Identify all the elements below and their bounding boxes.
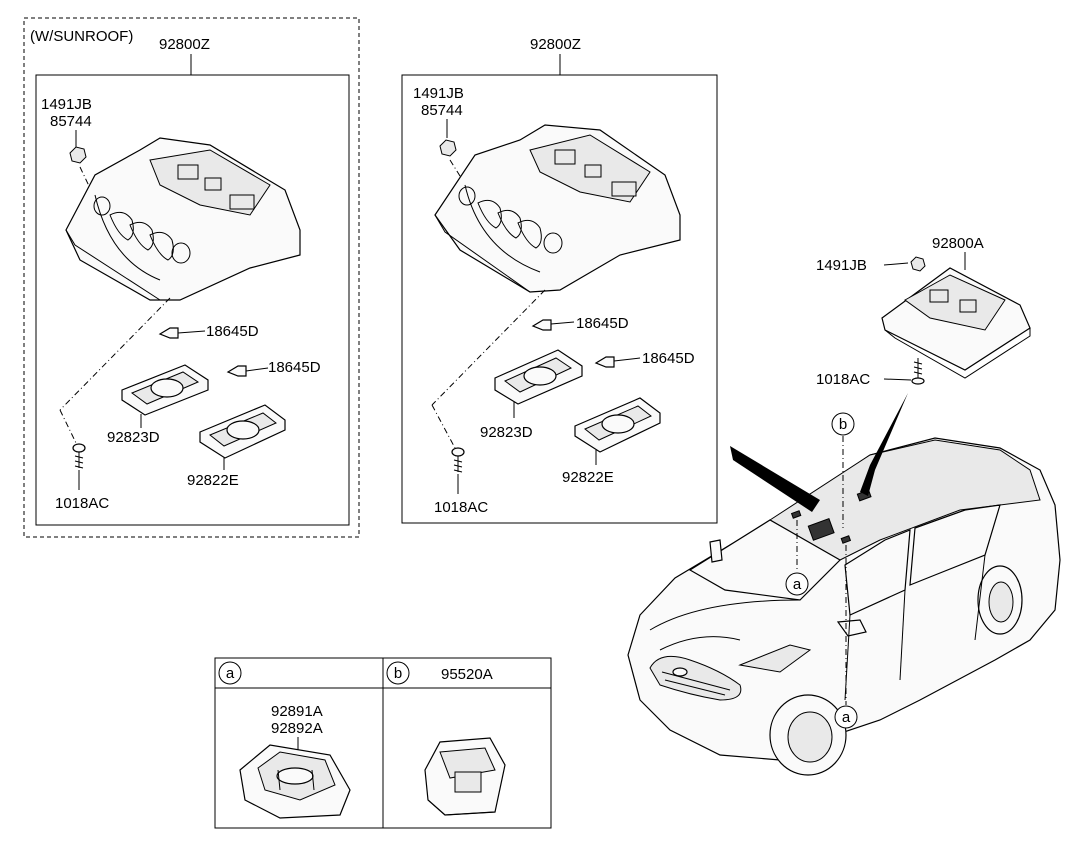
legend-col-a-marker-text: a — [226, 665, 235, 682]
car-roof — [769, 439, 1041, 561]
car-front-side-window — [844, 529, 911, 616]
rear-lamp-clip-part — [910, 256, 926, 272]
standard-bulb-1-leader — [550, 321, 575, 325]
standard-bulb-1-label: 18645D — [576, 315, 629, 332]
sunroof-inner-box — [35, 74, 350, 526]
sunroof-lens-left-label: 92823D — [107, 429, 160, 446]
legend-col-b-part-label: 95520A — [441, 666, 493, 683]
sunroof-lens-right-label: 92822E — [187, 472, 239, 489]
standard-screw-dash-2 — [431, 404, 456, 449]
rear-lamp-screw-label: 1018AC — [816, 371, 870, 388]
car-headlight — [738, 644, 812, 673]
callout-b: b — [831, 412, 855, 436]
legend-col-b-marker: b — [386, 661, 410, 685]
vanity-lamp-part — [239, 744, 351, 819]
car-vanity-lamp-right-marker — [840, 535, 852, 544]
standard-clip-label: 1491JB — [413, 85, 464, 102]
callout-a-top-text: a — [793, 576, 802, 593]
sunroof-screw — [72, 443, 86, 469]
legend-col-a-part-2: 92892A — [271, 720, 323, 737]
sunroof-screw-dash-2 — [59, 409, 78, 446]
legend-col-b-marker-text: b — [394, 665, 402, 682]
sunroof-screw-label: 1018AC — [55, 495, 109, 512]
rear-lamp-group: 92800A 1491JB 1018AC — [816, 235, 1031, 388]
rear-lamp-clip-leader — [883, 262, 909, 266]
standard-lens-left-label: 92823D — [480, 424, 533, 441]
standard-bulb-2-leader — [613, 357, 641, 362]
car-vanity-lamp-left-marker — [790, 510, 802, 519]
switch-part — [424, 737, 506, 816]
callout-a-bottom-text: a — [842, 709, 851, 726]
sunroof-assembly-label: 92800Z — [159, 36, 210, 53]
standard-console-housing — [434, 124, 681, 293]
legend-col-a-part-1: 92891A — [271, 703, 323, 720]
rear-lamp-assembly-label: 92800A — [932, 235, 984, 252]
standard-variant-panel: 92800Z 1491JB 85744 18645D 18645D — [401, 36, 718, 524]
sunroof-title: (W/SUNROOF) — [30, 28, 133, 45]
sunroof-clip-part — [69, 146, 87, 164]
rear-lamp-screw-leader — [883, 378, 912, 381]
standard-bulb-2 — [594, 356, 615, 368]
legend-col-a-marker: a — [218, 661, 242, 685]
car-grille — [649, 655, 742, 701]
standard-bulb-1 — [531, 319, 552, 331]
sunroof-bulb-1-label: 18645D — [206, 323, 259, 340]
sunroof-clip-label: 1491JB — [41, 96, 92, 113]
callout-b-text: b — [839, 416, 847, 433]
standard-screw-dash — [431, 289, 546, 406]
car-illustration: a b a — [627, 393, 1061, 776]
sunroof-bulb-2 — [226, 365, 247, 377]
sunroof-clip-label-2: 85744 — [50, 113, 92, 130]
sunroof-bulb-2-leader — [245, 367, 269, 372]
standard-screw — [451, 447, 465, 473]
standard-screw-label: 1018AC — [434, 499, 488, 516]
standard-clip-part — [439, 139, 457, 157]
sunroof-bulb-1 — [158, 327, 179, 339]
car-front-lamp-marker — [807, 518, 835, 541]
sunroof-variant-panel: (W/SUNROOF) 92800Z 1491JB 85744 — [23, 17, 360, 538]
rear-lamp-clip-label: 1491JB — [816, 257, 867, 274]
standard-assembly-label: 92800Z — [530, 36, 581, 53]
standard-clip-label-2: 85744 — [421, 102, 463, 119]
rear-lamp-housing — [881, 267, 1031, 379]
callout-a-top: a — [785, 572, 809, 596]
sunroof-screw-dash — [59, 297, 171, 411]
standard-lens-left — [494, 349, 583, 405]
standard-bulb-2-label: 18645D — [642, 350, 695, 367]
front-pointer-arrow — [730, 446, 820, 512]
legend-table: a b 95520A 92891A 92892A — [214, 657, 552, 829]
sunroof-lens-right — [199, 404, 286, 459]
callout-a-bottom: a — [834, 705, 858, 729]
rear-pointer-arrow — [860, 393, 908, 496]
sunroof-lens-left — [121, 364, 209, 416]
rear-lamp-screw — [911, 358, 925, 385]
standard-lens-right-label: 92822E — [562, 469, 614, 486]
sunroof-console-housing — [65, 137, 301, 301]
sunroof-bulb-2-label: 18645D — [268, 359, 321, 376]
standard-lens-right — [574, 397, 661, 453]
sunroof-bulb-1-leader — [177, 330, 206, 334]
car-badge — [672, 667, 688, 677]
car-mirror — [836, 619, 867, 637]
